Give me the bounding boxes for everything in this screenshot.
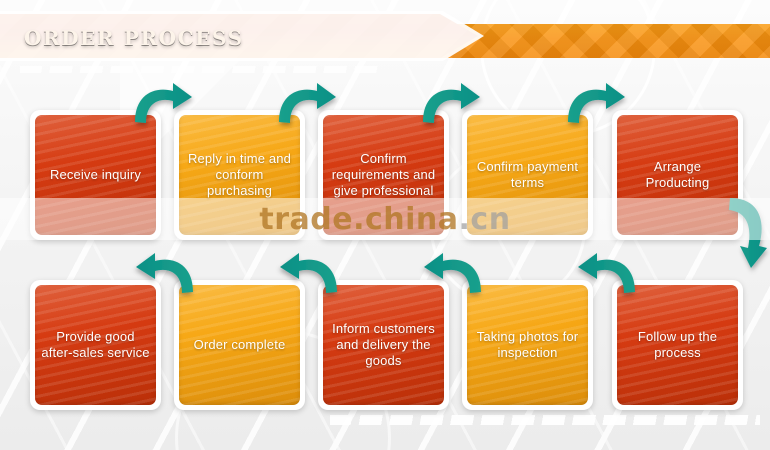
process-node-confirm-requirements[interactable]: Confirm requirements and give profession… bbox=[318, 110, 449, 240]
process-node-receive-inquiry[interactable]: Receive inquiry bbox=[30, 110, 161, 240]
curved-arrow-left-icon bbox=[277, 252, 339, 296]
process-node-provide-after-sales-service[interactable]: Provide good after-sales service bbox=[30, 280, 161, 410]
node-surface: Confirm payment terms bbox=[467, 115, 588, 235]
curved-arrow-right-icon bbox=[421, 82, 483, 126]
node-label: Reply in time and conform purchasing bbox=[188, 151, 291, 198]
curved-arrow-left-icon bbox=[133, 252, 195, 296]
node-label: Follow up the process bbox=[637, 329, 718, 360]
process-node-confirm-payment-terms[interactable]: Confirm payment terms bbox=[462, 110, 593, 240]
node-surface: Follow up the process bbox=[617, 285, 738, 405]
process-row-1: Receive inquiry Reply in time and confor… bbox=[0, 110, 770, 245]
process-node-reply-in-time[interactable]: Reply in time and conform purchasing bbox=[174, 110, 305, 240]
process-node-arrange-producting[interactable]: Arrange Producting bbox=[612, 110, 743, 240]
curved-arrow-left-icon bbox=[575, 252, 637, 296]
process-node-follow-up-process[interactable]: Follow up the process bbox=[612, 280, 743, 410]
curved-arrow-right-icon bbox=[277, 82, 339, 126]
curved-arrow-left-icon bbox=[421, 252, 483, 296]
node-label: Taking photos for inspection bbox=[476, 329, 579, 360]
node-surface: Inform customers and delivery the goods bbox=[323, 285, 444, 405]
process-row-2: Provide good after-sales service Order c… bbox=[0, 280, 770, 415]
curved-arrow-right-icon bbox=[133, 82, 195, 126]
node-label: Order complete bbox=[193, 337, 286, 352]
node-label: Inform customers and delivery the goods bbox=[332, 321, 435, 368]
node-label: Arrange Producting bbox=[645, 159, 710, 190]
node-surface: Reply in time and conform purchasing bbox=[179, 115, 300, 235]
node-surface: Provide good after-sales service bbox=[35, 285, 156, 405]
background-dash-row-bottom bbox=[330, 415, 760, 425]
process-node-inform-customers-delivery[interactable]: Inform customers and delivery the goods bbox=[318, 280, 449, 410]
node-surface: Receive inquiry bbox=[35, 115, 156, 235]
background-dash-row-top bbox=[20, 66, 380, 73]
node-label: Confirm requirements and give profession… bbox=[331, 151, 436, 198]
process-node-taking-photos-inspection[interactable]: Taking photos for inspection bbox=[462, 280, 593, 410]
node-surface: Arrange Producting bbox=[617, 115, 738, 235]
curved-arrow-down-icon bbox=[726, 196, 770, 280]
node-surface: Taking photos for inspection bbox=[467, 285, 588, 405]
page-title: ORDER PROCESS bbox=[24, 26, 244, 50]
node-label: Provide good after-sales service bbox=[41, 329, 150, 360]
node-label: Confirm payment terms bbox=[476, 159, 579, 190]
node-surface: Order complete bbox=[179, 285, 300, 405]
node-label: Receive inquiry bbox=[49, 167, 142, 182]
curved-arrow-right-icon bbox=[566, 82, 628, 126]
process-node-order-complete[interactable]: Order complete bbox=[174, 280, 305, 410]
node-surface: Confirm requirements and give profession… bbox=[323, 115, 444, 235]
